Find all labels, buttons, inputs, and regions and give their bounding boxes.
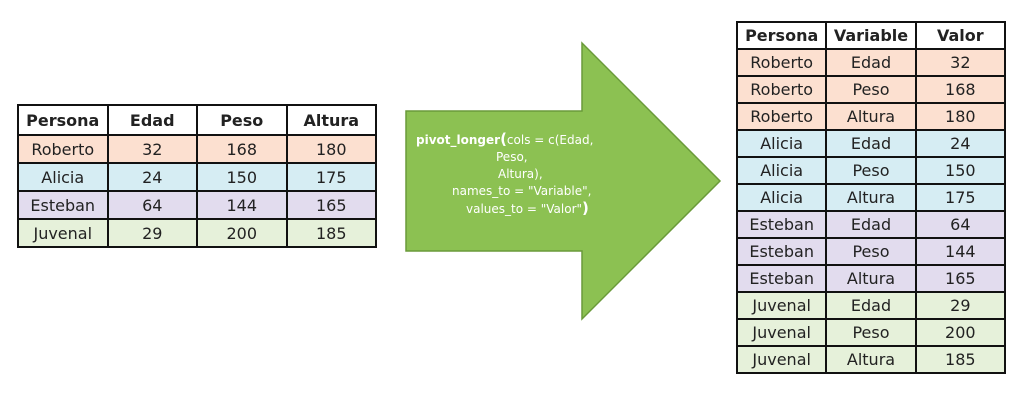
cell-persona: Esteban	[735, 264, 828, 293]
cell-peso: 144	[196, 190, 288, 220]
cell-variable: Peso	[825, 156, 917, 185]
cell-valor: 32	[914, 48, 1007, 77]
cell-edad: 64	[106, 190, 198, 220]
cell-variable: Altura	[825, 102, 917, 131]
arrow-shape	[405, 41, 722, 321]
header-persona: Persona	[17, 104, 109, 136]
pivot-longer-code: pivot_longer(cols = c(Edad, Peso, Altura…	[416, 131, 646, 218]
cell-persona: Juvenal	[735, 318, 828, 347]
cell-valor: 168	[914, 75, 1007, 104]
cell-peso: 200	[196, 218, 288, 248]
cell-valor: 175	[914, 183, 1007, 212]
cell-persona: Juvenal	[735, 345, 828, 374]
cell-altura: 165	[285, 190, 377, 220]
cell-peso: 168	[196, 134, 288, 164]
code-function-name: pivot_longer	[416, 133, 501, 147]
cell-persona: Alicia	[735, 129, 828, 158]
cell-valor: 185	[914, 345, 1007, 374]
cell-persona: Roberto	[735, 75, 828, 104]
cell-persona: Alicia	[17, 162, 109, 192]
wide-table-header-row: Persona Edad Peso Altura	[17, 104, 377, 136]
cell-altura: 180	[285, 134, 377, 164]
cell-variable: Edad	[825, 291, 917, 320]
code-cols-arg: cols = c(Edad,	[506, 133, 594, 147]
cell-persona: Juvenal	[735, 291, 828, 320]
header-edad: Edad	[106, 104, 198, 136]
header-peso: Peso	[196, 104, 288, 136]
cell-variable: Peso	[825, 237, 917, 266]
header-valor: Valor	[914, 21, 1007, 50]
cell-valor: 144	[914, 237, 1007, 266]
transform-arrow: pivot_longer(cols = c(Edad, Peso, Altura…	[404, 41, 724, 321]
header-altura: Altura	[285, 104, 377, 136]
cell-variable: Peso	[825, 318, 917, 347]
cell-persona: Alicia	[735, 183, 828, 212]
cell-variable: Altura	[825, 183, 917, 212]
cell-altura: 185	[285, 218, 377, 248]
cell-persona: Alicia	[735, 156, 828, 185]
cell-variable: Peso	[825, 75, 917, 104]
cell-persona: Esteban	[17, 190, 109, 220]
code-close-paren: )	[582, 199, 589, 217]
cell-altura: 175	[285, 162, 377, 192]
code-line-5: values_to = "Valor")	[416, 200, 646, 218]
cell-variable: Edad	[825, 48, 917, 77]
cell-persona: Juvenal	[17, 218, 109, 248]
code-line-4: names_to = "Variable",	[452, 184, 592, 198]
cell-valor: 180	[914, 102, 1007, 131]
cell-persona: Roberto	[735, 48, 828, 77]
cell-valor: 165	[914, 264, 1007, 293]
cell-edad: 32	[106, 134, 198, 164]
code-line-3: Altura),	[498, 167, 543, 181]
cell-variable: Edad	[825, 210, 917, 239]
cell-valor: 29	[914, 291, 1007, 320]
long-table-header-row: Persona Variable Valor	[735, 21, 1007, 50]
cell-valor: 24	[914, 129, 1007, 158]
cell-valor: 150	[914, 156, 1007, 185]
cell-valor: 64	[914, 210, 1007, 239]
cell-persona: Esteban	[735, 237, 828, 266]
cell-edad: 29	[106, 218, 198, 248]
header-variable: Variable	[825, 21, 917, 50]
cell-variable: Altura	[825, 264, 917, 293]
cell-valor: 200	[914, 318, 1007, 347]
cell-variable: Edad	[825, 129, 917, 158]
cell-edad: 24	[106, 162, 198, 192]
cell-persona: Roberto	[17, 134, 109, 164]
header-persona: Persona	[735, 21, 828, 50]
code-values-arg: values_to = "Valor"	[466, 202, 583, 216]
cell-variable: Altura	[825, 345, 917, 374]
cell-persona: Esteban	[735, 210, 828, 239]
cell-peso: 150	[196, 162, 288, 192]
cell-persona: Roberto	[735, 102, 828, 131]
code-line-1: pivot_longer(cols = c(Edad,	[416, 130, 594, 148]
code-line-2: Peso,	[496, 150, 528, 164]
